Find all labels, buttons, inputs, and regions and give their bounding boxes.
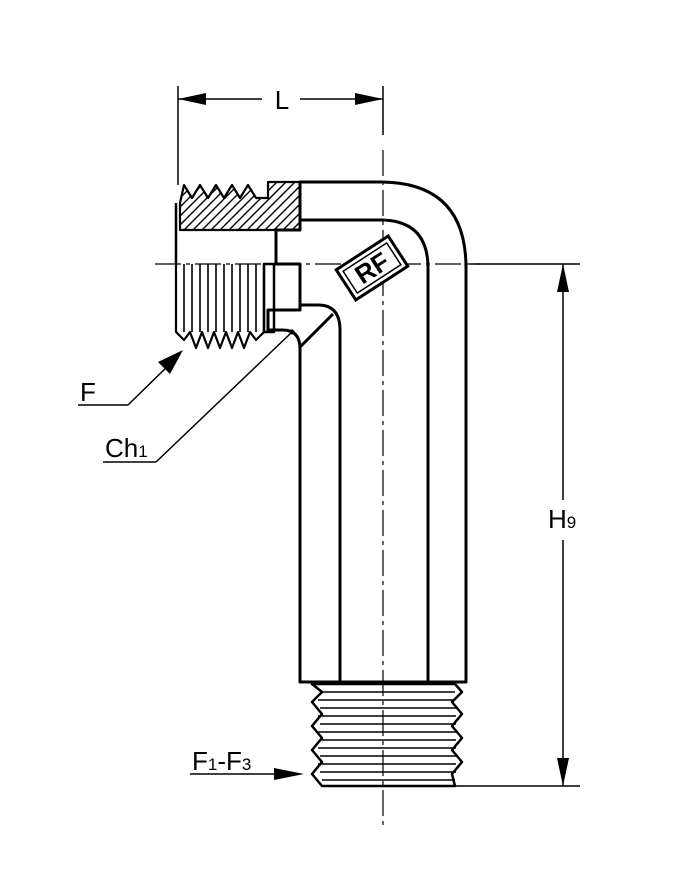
leader-F-arrow [158,350,183,374]
leader-Ch1-dot [289,329,295,335]
leader-Ch1 [103,329,295,463]
dim-H9-label: H9 [548,504,576,534]
rf-logo-frame-outer [334,233,410,303]
body-inner-line [300,303,342,682]
dim-L-arrow-right [355,93,383,105]
label-F1-F3: F1-F3 [192,746,251,776]
bore-inner-line [300,218,430,682]
dimension-H9 [455,263,580,787]
leader-F1-F3 [190,768,304,780]
rf-logo-frame-inner [342,241,402,295]
leader-F [78,350,183,406]
side-port [174,180,302,350]
dim-H9-arrow-top [557,264,569,292]
dim-L-label: L [275,85,289,115]
leader-F-line [127,361,173,406]
leader-Ch1-line [155,332,292,463]
dim-H9-arrow-bottom [557,758,569,786]
hatched-section [178,180,302,232]
dim-L-arrow-left [178,93,206,105]
centerlines [155,150,480,830]
leader-F1-F3-arrow [274,768,304,780]
dimension-L [177,86,384,185]
label-Ch1: Ch1 [105,433,148,463]
side-thread-zigzag [174,264,266,350]
bottom-thread [310,682,464,788]
label-F: F [80,377,96,407]
bottom-thread-lines [318,691,456,781]
chamfer-mark [298,312,335,349]
rf-logo: RF [334,233,410,303]
side-thread-lines [183,264,257,332]
